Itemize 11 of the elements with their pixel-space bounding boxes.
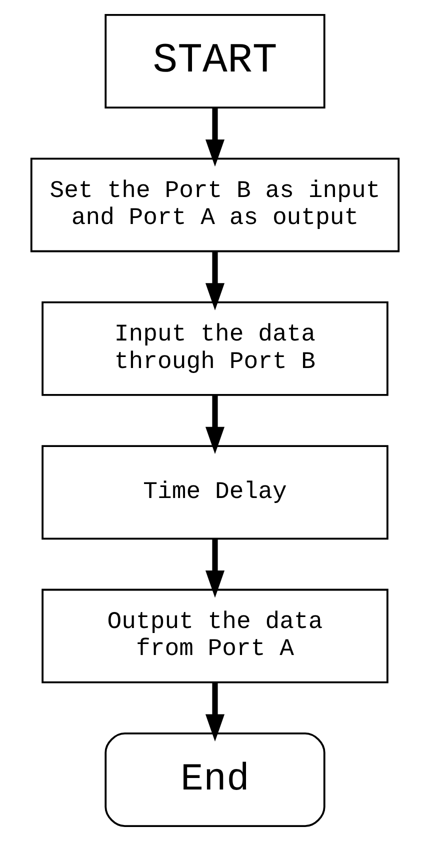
- node-box: Input the data through Port B: [41, 301, 388, 396]
- node-box: Set the Port B as input and Port A as output: [30, 158, 400, 252]
- arrow: [204, 108, 224, 167]
- arrow: [204, 682, 224, 742]
- node-box: End: [104, 732, 325, 827]
- arrow: [204, 539, 224, 598]
- node-box: Output the data from Port A: [41, 588, 388, 684]
- arrow: [204, 252, 224, 310]
- arrow: [204, 395, 224, 454]
- node-box: START: [104, 14, 325, 109]
- node-box: Time Delay: [41, 445, 388, 540]
